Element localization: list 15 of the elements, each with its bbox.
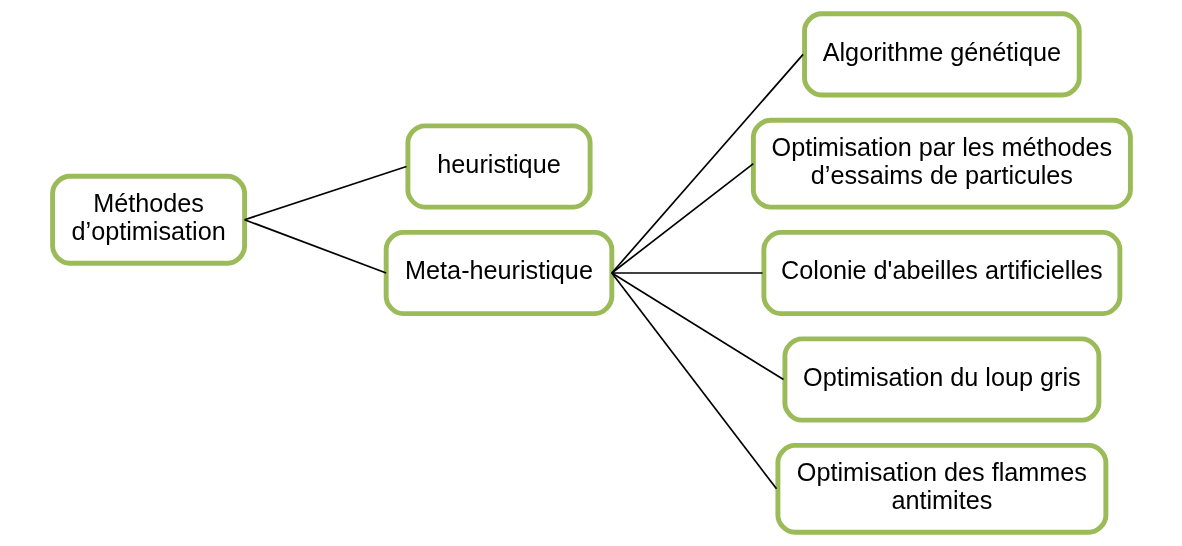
connector — [610, 53, 804, 274]
node-box: Colonie d'abeilles artificielles — [760, 229, 1122, 317]
connector — [610, 272, 763, 274]
connector — [610, 162, 754, 274]
node-box: Optimisation des flammes antimites — [774, 442, 1108, 535]
node-box: Algorithme génétique — [801, 11, 1082, 98]
connector — [243, 218, 387, 274]
connector — [610, 272, 777, 490]
node-box: Meta-heuristique — [383, 229, 614, 317]
node-box: Méthodes d’optimisation — [49, 173, 247, 266]
node-box: Optimisation par les méthodes d’essaims de particules — [750, 117, 1133, 210]
node-box: heuristique — [404, 123, 593, 210]
connector — [610, 272, 784, 381]
connector — [243, 165, 407, 221]
node-box: Optimisation du loup gris — [781, 336, 1101, 423]
